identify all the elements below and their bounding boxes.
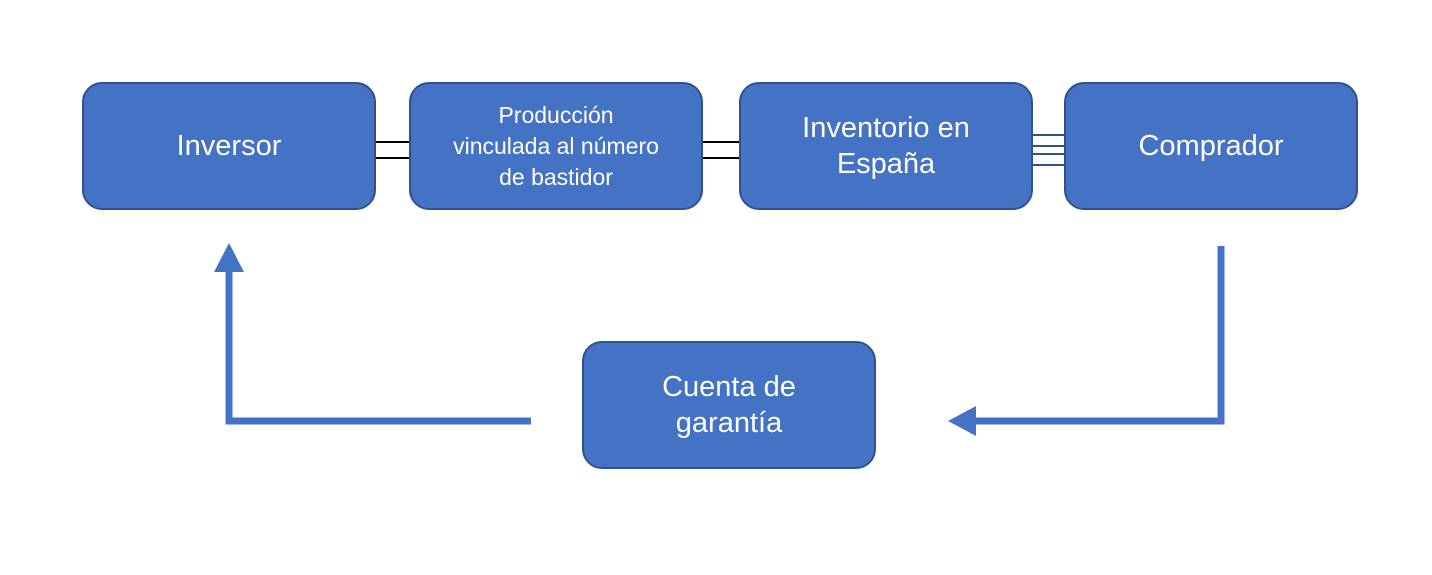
node-cuenta-line-2: garantía: [675, 407, 783, 439]
node-comprador: Comprador: [1064, 82, 1358, 210]
connector-cuenta-to-inversor: [225, 268, 531, 425]
node-inventario-line-1: Inventorio en: [802, 112, 970, 144]
node-cuenta-line-1: Cuenta de: [662, 371, 796, 403]
node-produccion-line-3: de bastidor: [499, 163, 613, 190]
node-inventario-line-2: España: [836, 148, 936, 180]
node-comprador-label: Comprador: [1138, 130, 1284, 162]
node-produccion-line-2: vinculada al número: [453, 132, 659, 159]
node-inversor-label: Inversor: [176, 130, 282, 162]
arrowhead-to-cuenta: [948, 406, 976, 436]
node-produccion: Producción vinculada al número de bastid…: [409, 82, 703, 210]
node-cuenta-garantia: Cuenta de garantía: [582, 341, 876, 469]
node-inversor: Inversor: [82, 82, 376, 210]
connector-comprador-to-cuenta: [970, 246, 1225, 425]
node-inventario: Inventorio en España: [739, 82, 1033, 210]
node-produccion-line-1: Producción: [498, 101, 614, 128]
arrowhead-to-inversor: [214, 243, 244, 272]
